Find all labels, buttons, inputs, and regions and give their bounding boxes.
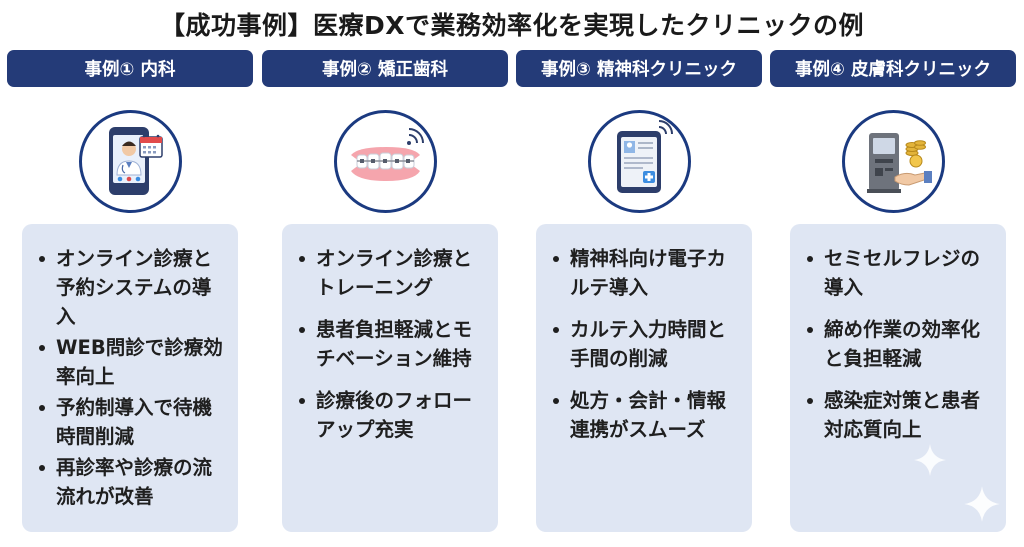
case-badge-2: 事例② 矯正歯科 (262, 50, 508, 87)
case-badge-4: 事例④ 皮膚科クリニック (770, 50, 1016, 87)
sparkle-icon (964, 486, 1000, 522)
case-2-point: 患者負担軽減とモチベーション維持 (292, 315, 488, 373)
case-column-1: 事例① 内科 オンライン診療と予約システムの導入 WEB問診で診 (7, 50, 253, 540)
case-2-point: 診療後のフォローアップ充実 (292, 386, 488, 444)
case-column-3: 事例③ 精神科クリニック 精神科向け電子カルテ導入 カルテ入力時間と手間の削減 … (516, 50, 762, 540)
case-2-point: オンライン診療とトレーニング (292, 244, 488, 302)
case-card-2: オンライン診療とトレーニング 患者負担軽減とモチベーション維持 診療後のフォロー… (282, 224, 498, 532)
self-checkout-kiosk-icon (842, 110, 945, 213)
case-4-point: セミセルフレジの導入 (800, 244, 996, 302)
sparkle-icon (914, 444, 946, 476)
medical-tablet-icon (588, 110, 691, 213)
case-4-point: 感染症対策と患者対応質向上 (800, 386, 996, 444)
case-3-point: 処方・会計・情報連携がスムーズ (546, 386, 742, 444)
case-3-point: 精神科向け電子カルテ導入 (546, 244, 742, 302)
case-card-4: セミセルフレジの導入 締め作業の効率化と負担軽減 感染症対策と患者対応質向上 (790, 224, 1006, 532)
case-card-1: オンライン診療と予約システムの導入 WEB問診で診療効率向上 予約制導入で待機時… (22, 224, 238, 532)
case-1-point: WEB問診で診療効率向上 (32, 333, 228, 391)
case-3-point: カルテ入力時間と手間の削減 (546, 315, 742, 373)
case-1-point: 予約制導入で待機時間削減 (32, 393, 228, 451)
case-1-point: オンライン診療と予約システムの導入 (32, 244, 228, 331)
case-column-2: 事例② 矯正歯科 オンライン診療とトレーニング (262, 50, 508, 540)
case-card-3: 精神科向け電子カルテ導入 カルテ入力時間と手間の削減 処方・会計・情報連携がスム… (536, 224, 752, 532)
case-badge-3: 事例③ 精神科クリニック (516, 50, 762, 87)
case-badge-1: 事例① 内科 (7, 50, 253, 87)
doctor-smartphone-icon (79, 110, 182, 213)
case-4-point: 締め作業の効率化と負担軽減 (800, 315, 996, 373)
case-column-4: 事例④ 皮膚科クリニック セミセルフレジの導入 締め作業の効率化と負担軽減 (770, 50, 1016, 540)
page-title: 【成功事例】医療DXで業務効率化を実現したクリニックの例 (159, 11, 865, 40)
dental-braces-icon (334, 110, 437, 213)
case-1-point: 再診率や診療の流流れが改善 (32, 453, 228, 511)
